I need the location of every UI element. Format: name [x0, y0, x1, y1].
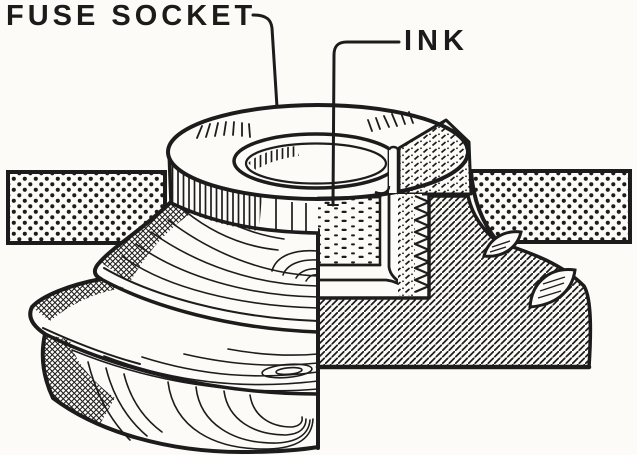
fuse-socket-leader [251, 13, 279, 109]
inner-wall-shading [248, 146, 299, 170]
threaded-shell [374, 145, 431, 296]
molding-highlight-leaves [482, 230, 577, 309]
tier-edge-crosshatch [32, 279, 124, 321]
wood-grain-bell [121, 206, 319, 309]
fuse-socket-label: FUSE SOCKET [6, 0, 257, 32]
cup-lip [374, 145, 400, 195]
thread-profile [413, 194, 431, 294]
wood-grain-disc-side [87, 361, 314, 450]
ink-label: INK [404, 25, 469, 57]
turned-wood-base-section-half [315, 194, 593, 450]
mounting-board-right [468, 169, 632, 244]
disc-side-crosshatch [42, 334, 115, 424]
leader-lines [251, 13, 401, 207]
wood-grain-disc-top [71, 348, 319, 392]
ink-pool [318, 198, 380, 264]
ink-leader [331, 40, 401, 207]
socket-inner-lip [244, 142, 388, 185]
ring-top-ticks [196, 111, 414, 139]
